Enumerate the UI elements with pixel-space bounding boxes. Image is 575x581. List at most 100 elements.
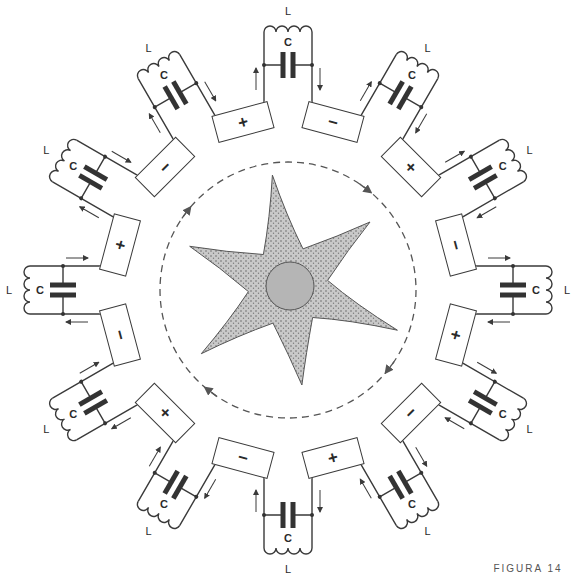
junction-dot (419, 470, 424, 475)
capacitor-plate (84, 167, 107, 180)
coil-symbol (135, 49, 180, 78)
electrode-segment: + (99, 213, 141, 276)
coil-symbol (396, 49, 441, 78)
lc-circuit (433, 130, 533, 224)
junction-dot (262, 63, 266, 67)
electrode-segment: − (301, 101, 364, 143)
coil-symbol (47, 398, 76, 443)
polarity-sign: − (402, 404, 421, 423)
electrode-segment: + (381, 137, 442, 198)
junction-dot (377, 80, 382, 85)
current-arrow (360, 82, 371, 101)
cell-body (190, 175, 398, 385)
current-arrow (112, 151, 131, 162)
capacitor-label: C (160, 499, 168, 510)
junction-dot (419, 104, 424, 109)
electrode-segment: − (135, 137, 196, 198)
wire (53, 362, 139, 440)
polarity-sign: + (447, 328, 466, 342)
lc-circuit (433, 355, 533, 449)
capacitor-plate (291, 502, 296, 528)
current-arrow (256, 68, 257, 90)
inductor-label: L (145, 526, 151, 537)
current-arrow (445, 418, 464, 429)
lc-circuit (128, 45, 222, 145)
wire (360, 439, 438, 525)
wire (437, 362, 523, 440)
junction-dot (61, 312, 65, 316)
junction-dot (511, 264, 515, 268)
rotation-arrow (360, 184, 371, 192)
inductor-label: L (43, 424, 49, 435)
polarity-sign: + (402, 157, 421, 176)
capacitor-plate (50, 293, 76, 298)
coil-symbol (47, 137, 76, 182)
current-arrow (488, 258, 510, 259)
capacitor-label: C (499, 409, 507, 420)
cell-nucleus (266, 262, 314, 310)
current-arrow (205, 479, 216, 498)
electrode-segment: + (211, 101, 274, 143)
capacitor-label: C (532, 285, 540, 296)
junction-dot (78, 379, 83, 384)
current-arrow (416, 114, 427, 133)
capacitor-plate (398, 86, 411, 109)
junction-dot (102, 154, 107, 159)
junction-dot (310, 513, 314, 517)
rotation-path (160, 162, 416, 418)
wire (138, 55, 216, 141)
current-arrow (112, 418, 131, 429)
polarity-sign: + (326, 449, 340, 468)
lc-circuit (24, 258, 102, 322)
electrode-segment: + (301, 437, 364, 479)
capacitor-plate (173, 81, 186, 104)
polarity-sign: − (447, 238, 466, 252)
lc-circuit (256, 476, 320, 554)
wire (53, 140, 139, 218)
rotation-arrow (182, 208, 190, 219)
capacitor-plate (50, 283, 76, 288)
junction-dot (511, 312, 515, 316)
current-arrow (320, 490, 321, 512)
capacitor-plate (469, 400, 492, 413)
coil-symbol (264, 26, 312, 32)
capacitor-plate (165, 471, 178, 494)
capacitor-label: C (36, 285, 44, 296)
capacitor-plate (79, 392, 102, 405)
inductor-label: L (527, 145, 533, 156)
lc-circuit (474, 258, 552, 322)
figure-caption: FIGURA 14 (493, 563, 562, 574)
coil-symbol (135, 501, 180, 530)
junction-dot (468, 421, 473, 426)
electrode-segment: + (435, 303, 477, 366)
polarity-sign: − (326, 112, 340, 131)
capacitor-plate (474, 175, 497, 188)
current-arrow (80, 207, 99, 218)
capacitor-plate (281, 502, 286, 528)
current-arrow (445, 151, 464, 162)
inductor-label: L (424, 43, 430, 54)
current-arrow (149, 447, 160, 466)
coil-symbol (24, 266, 30, 314)
capacitor-plate (291, 52, 296, 78)
current-arrow (256, 490, 257, 512)
polarity-sign: + (236, 112, 250, 131)
coil-symbol (499, 137, 528, 182)
electrode-segment: − (435, 213, 477, 276)
coil-symbol (396, 501, 441, 530)
current-arrow (477, 207, 496, 218)
capacitor-label: C (408, 70, 416, 81)
capacitor-label: C (69, 409, 77, 420)
polarity-sign: + (155, 404, 174, 423)
lc-circuit (256, 26, 320, 104)
wire (437, 140, 523, 218)
inductor-label: L (527, 424, 533, 435)
polarity-sign: − (110, 328, 129, 342)
electrode-segment: + (135, 383, 196, 444)
rotation-arrow (206, 388, 217, 396)
inductor-label: L (285, 564, 291, 575)
junction-dot (492, 379, 497, 384)
capacitor-label: C (284, 533, 292, 544)
